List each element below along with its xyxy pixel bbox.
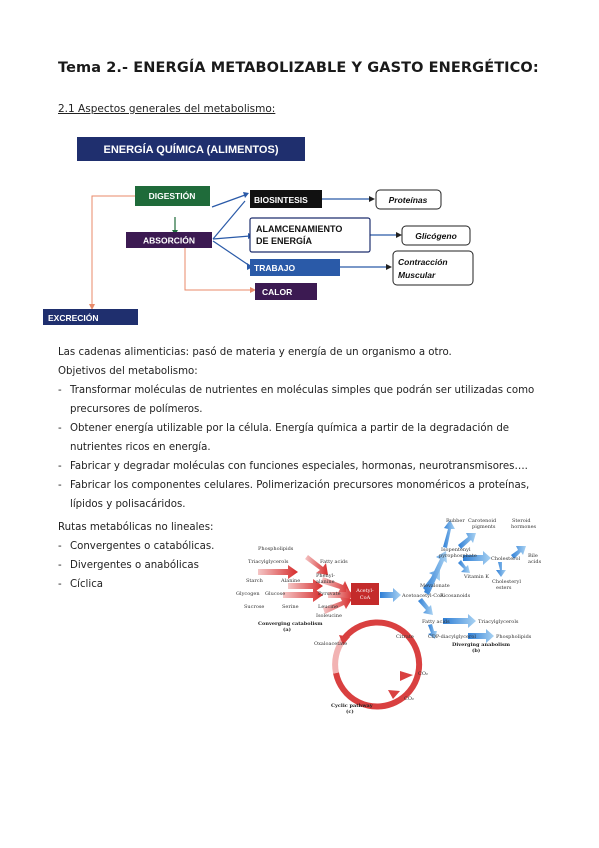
label-phenylalanine-2: alanine: [316, 579, 335, 585]
storage-box: [249, 217, 371, 253]
label-carotenoid-2: pigments: [472, 524, 496, 530]
glycogen-box: [401, 225, 471, 246]
contraction-label-1: Contracción: [398, 257, 448, 267]
body-text: Las cadenas alimenticias: pasó de materi…: [58, 343, 558, 514]
routes-title: Rutas metabólicas no lineales:: [58, 522, 214, 533]
list-item: -Transformar moléculas de nutrientes en …: [58, 385, 535, 415]
paragraph-objectives: Objetivos del metabolismo:: [58, 366, 198, 377]
routes-section: Rutas metabólicas no lineales: -Converge…: [58, 518, 214, 594]
label-cyclic-tag: (c): [346, 708, 354, 715]
label-phospholipids: Phospholipids: [258, 546, 294, 552]
heat-box: [255, 283, 317, 300]
label-triacylglycerols: Triacylglycerols: [248, 559, 289, 565]
label-eicosanoids: Eicosanoids: [440, 593, 471, 599]
list-item: -Fabricar los componentes celulares. Pol…: [58, 480, 530, 510]
label-bile-1: Bile: [528, 553, 538, 559]
label-isoleucine: Isoleucine: [316, 613, 342, 619]
label-cholesteryl-2: esters: [496, 585, 512, 591]
label-mevalonate: Mevalonate: [420, 583, 450, 589]
proteins-box: [375, 189, 442, 210]
converging-arrows: [258, 555, 354, 614]
label-triacylglycerols-b: Triacylglycerols: [478, 619, 519, 625]
digestion-box: [135, 186, 210, 206]
proteins-label: Proteínas: [389, 195, 428, 205]
label-isopentenyl-2: pyrophosphate: [439, 553, 477, 559]
label-co2-a: CO₂: [418, 671, 428, 677]
storage-label-1: ALAMCENAMIENTO: [256, 224, 342, 234]
digestion-label: DIGESTIÓN: [149, 190, 196, 201]
section-subtitle: 2.1 Aspectos generales del metabolismo:: [58, 103, 276, 115]
label-bile-2: acids: [528, 559, 542, 565]
metabolic-pathways-figure: Acetyl- CoA Phospholipids Triacylglycero…: [236, 518, 542, 715]
label-serine: Serine: [282, 604, 299, 610]
list-item: -Convergentes o catabólicas.: [58, 541, 215, 552]
paragraph-food-chains: Las cadenas alimenticias: pasó de materi…: [58, 347, 452, 358]
label-acetoacetyl: Acetoacetyl-CoA: [401, 593, 444, 599]
contraction-label-2: Muscular: [398, 270, 436, 280]
acetyl-coa-label-2: CoA: [360, 595, 371, 601]
label-converging: Converging catabolism: [258, 621, 323, 627]
list-item: -Fabricar y degradar moléculas con funci…: [58, 461, 528, 472]
storage-label-2: DE ENERGÍA: [256, 236, 313, 246]
acetyl-coa-box: [351, 583, 379, 605]
contraction-box: [392, 250, 474, 286]
excretion-label: EXCRECIÓN: [48, 312, 99, 323]
label-isopentenyl-1: Isopentenyl: [441, 547, 471, 553]
excretion-connectors: [91, 195, 252, 307]
label-converging-tag: (a): [283, 626, 291, 633]
label-co2-b: CO₂: [404, 696, 414, 702]
label-fatty-acids-b: Fatty acids: [422, 619, 450, 625]
label-sucrose: Sucrose: [244, 604, 264, 610]
list-item: -Obtener energía utilizable por la célul…: [58, 423, 510, 453]
cyclic-circle: [332, 619, 423, 710]
list-item: -Divergentes o anabólicas: [58, 560, 199, 571]
glycogen-label: Glicógeno: [415, 231, 457, 241]
acetyl-coa-label-1: Acetyl-: [355, 588, 374, 594]
excretion-arrowheads: [89, 287, 256, 310]
list-item: -Cíclica: [58, 579, 104, 590]
metabolism-flow-diagram: ENERGÍA QUÍMICA (ALIMENTOS) DIGESTIÓN AB…: [43, 137, 474, 325]
work-label: TRABAJO: [254, 263, 295, 273]
biosynthesis-box: [250, 190, 322, 208]
label-cholesteryl-1: Cholesteryl: [492, 579, 521, 585]
label-vitamin-k: Vitamin K: [463, 574, 489, 580]
label-alanine: Alanine: [280, 578, 300, 584]
label-diverging: Diverging anabolism: [452, 642, 511, 648]
biosynthesis-label: BIOSINTESIS: [254, 195, 308, 205]
label-carotenoid-1: Carotenoid: [468, 518, 497, 524]
label-citrate: Citrate: [396, 634, 414, 640]
heat-label: CALOR: [262, 287, 292, 297]
label-glycogen: Glycogen: [236, 591, 260, 597]
label-cholesterol: Cholesterol: [491, 556, 521, 562]
label-leucine: Leucine: [318, 604, 338, 610]
absorption-label: ABSORCIÓN: [143, 235, 195, 246]
label-phenylalanine-1: Phenyl-: [316, 573, 335, 579]
label-pyruvate: Pyruvate: [318, 591, 341, 597]
excretion-box: [43, 309, 138, 325]
label-rubber: Rubber: [446, 518, 465, 524]
absorption-box: [126, 232, 212, 248]
energy-label: ENERGÍA QUÍMICA (ALIMENTOS): [104, 143, 279, 156]
label-oxaloacetate: Oxaloacetate: [314, 641, 347, 647]
black-arrowheads: [369, 196, 402, 270]
label-phospholipids-b: Phospholipids: [496, 634, 532, 640]
work-box: [250, 259, 340, 276]
energy-box: [77, 137, 305, 161]
label-starch: Starch: [246, 578, 264, 584]
label-cdp: CDP-diacylglycerol: [428, 634, 476, 640]
label-diverging-tag: (b): [472, 647, 480, 654]
label-cyclic: Cyclic pathway: [331, 703, 374, 709]
label-glucose: Glucose: [265, 591, 285, 597]
label-steroid-2: hormones: [511, 524, 537, 530]
diverging-arrows: [380, 520, 526, 643]
label-fatty-acids: Fatty acids: [320, 559, 348, 565]
page-title: Tema 2.- ENERGÍA METABOLIZABLE Y GASTO E…: [58, 60, 539, 76]
blue-arrows: [211, 194, 398, 268]
label-steroid-1: Steroid: [512, 518, 531, 524]
